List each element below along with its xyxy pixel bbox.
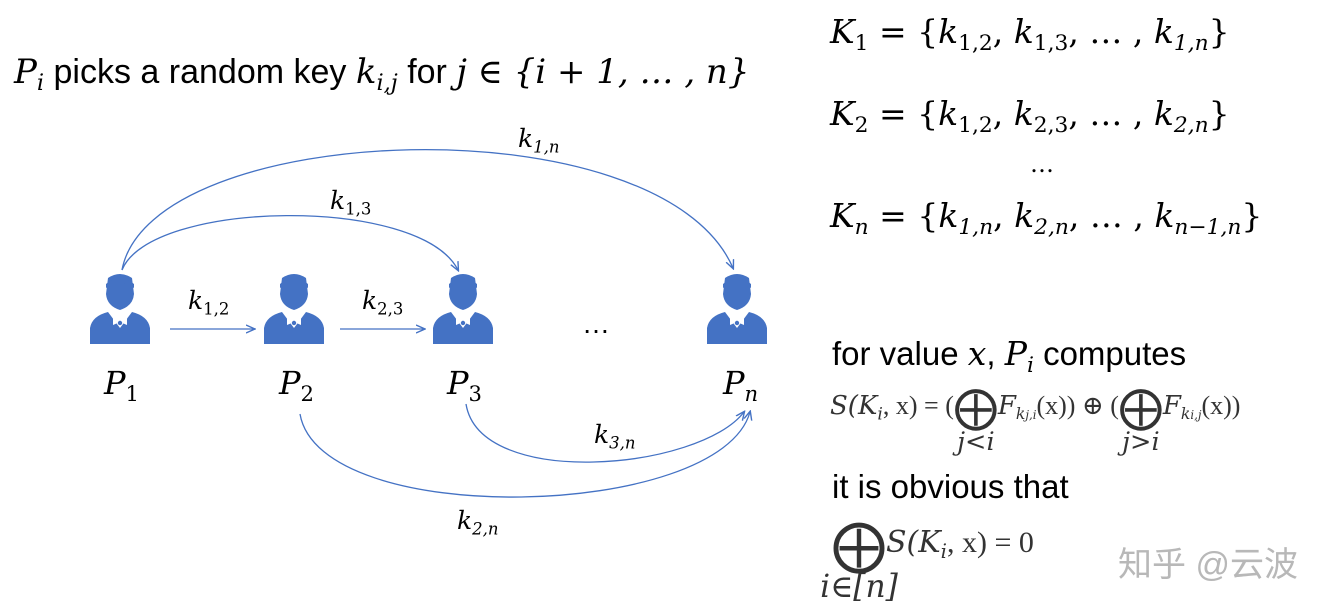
heading-party: Pi <box>14 52 45 97</box>
middle-ellipsis: … <box>582 308 610 339</box>
arrow-3-to-n <box>465 403 744 463</box>
party-1-icon <box>90 274 150 344</box>
xor-sum-2: ⨁j>i <box>1118 383 1163 457</box>
heading-key: ki,j <box>355 52 398 97</box>
party-label-1: P1 <box>104 364 139 406</box>
xor-sum-1: ⨁j<i <box>953 383 998 457</box>
formula-sum: ⨁i∈[n]S(Ki, x) = 0 <box>820 515 1034 605</box>
key-sets-ellipsis: … <box>1030 150 1054 178</box>
heading-picks-text: picks a random key <box>44 53 356 91</box>
diagram <box>90 149 767 498</box>
party-3-icon <box>433 274 493 344</box>
xor-sum-total: ⨁i∈[n] <box>820 515 898 605</box>
heading-for-text: for <box>397 53 457 91</box>
key-set-n: Kn = {k1,n, k2,n, … , kn−1,n} <box>830 196 1263 240</box>
arrow-2-to-n <box>299 412 750 498</box>
heading: Pi picks a random key ki,j for j ∈ {i + … <box>14 52 749 96</box>
edge-label-3n: k3,n <box>594 420 636 453</box>
key-set-2: K2 = {k1,2, k2,3, … , k2,n} <box>830 94 1230 138</box>
party-2-icon <box>264 274 324 344</box>
edge-label-2n: k2,n <box>457 506 499 539</box>
arrow-1-to-3 <box>121 215 458 270</box>
edge-label-23: k2,3 <box>362 286 404 319</box>
heading-range: j ∈ {i + 1, … , n} <box>456 52 750 92</box>
party-label-3: P3 <box>447 364 482 406</box>
edge-label-13: k1,3 <box>330 186 372 219</box>
watermark: 知乎 @云波 <box>1118 546 1298 584</box>
key-set-1: K1 = {k1,2, k1,3, … , k1,n} <box>830 12 1230 56</box>
party-n-icon <box>707 274 767 344</box>
obvious-text: it is obvious that <box>832 468 1069 505</box>
party-label-2: P2 <box>279 364 314 406</box>
edge-label-1n: k1,n <box>518 124 560 157</box>
arrow-1-to-n <box>121 149 733 270</box>
compute-title: for value x, Pi computes <box>832 334 1187 378</box>
party-label-n: Pn <box>723 364 759 406</box>
edge-label-12: k1,2 <box>188 286 230 319</box>
